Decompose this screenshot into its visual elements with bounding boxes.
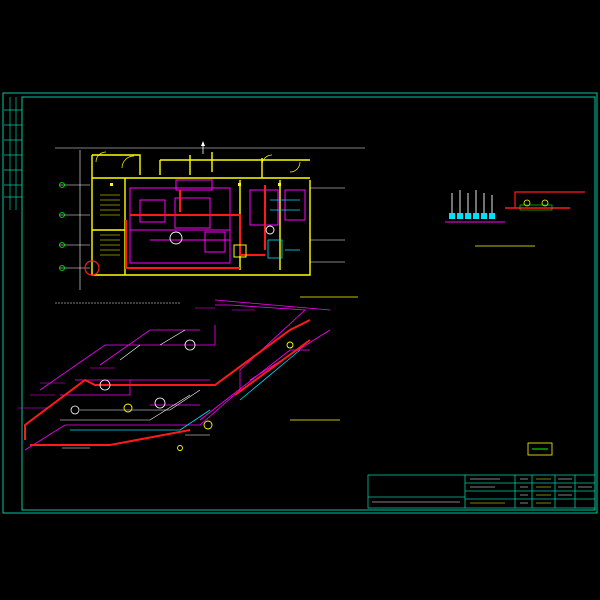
- left-margin-strip: [4, 97, 22, 210]
- detail-diagram: [445, 190, 585, 223]
- compass-icon: [201, 141, 205, 154]
- title-block-text: [372, 478, 592, 504]
- title-block: [367, 474, 596, 509]
- isometric-pipe-view: [18, 299, 331, 451]
- sheet-frame: [2, 92, 598, 514]
- floor-plan-view: [55, 147, 365, 290]
- legend-box: [527, 442, 553, 456]
